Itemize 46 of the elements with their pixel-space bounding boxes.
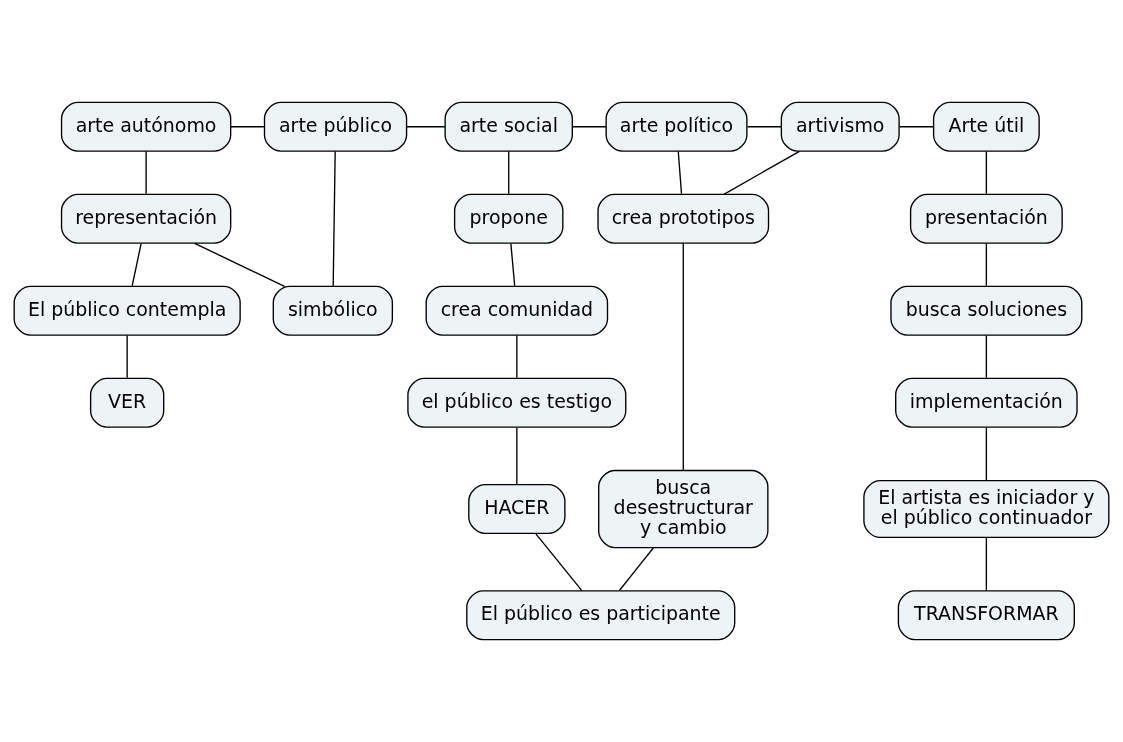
connector <box>985 426 988 481</box>
connector <box>405 126 446 128</box>
connector <box>677 150 683 195</box>
connector <box>746 126 782 128</box>
node-box: propone <box>453 193 564 244</box>
connector <box>985 334 988 379</box>
node-box: El público contempla <box>13 285 241 336</box>
node-box: crea prototipos <box>597 193 770 244</box>
node-box: arte social <box>444 101 573 152</box>
connector <box>516 334 518 379</box>
node-box: busca soluciones <box>890 285 1083 336</box>
connector <box>131 242 142 287</box>
connector <box>572 126 607 128</box>
node-box: arte autónomo <box>60 101 232 152</box>
connector <box>985 242 988 287</box>
node-box: El público es participante <box>466 590 736 641</box>
node-box: HACER <box>468 484 566 535</box>
node-box: arte público <box>263 101 408 152</box>
connector <box>535 533 583 592</box>
node-box: artivismo <box>780 101 900 152</box>
connector <box>516 426 518 486</box>
connector <box>985 150 988 195</box>
connector <box>618 547 655 592</box>
connector <box>126 334 128 379</box>
connector <box>682 242 684 471</box>
node-box: arte político <box>605 101 748 152</box>
node-box: representación <box>60 193 232 244</box>
node-box: crea comunidad <box>425 285 609 336</box>
node-box: TRANSFORMAR <box>897 590 1075 641</box>
connector <box>508 150 510 195</box>
connector <box>230 126 266 128</box>
connector <box>145 150 147 195</box>
node-box: implementación <box>895 377 1078 428</box>
node-box: presentación <box>909 193 1063 244</box>
connector <box>985 536 988 592</box>
node-box: el público es testigo <box>407 377 627 428</box>
connector <box>898 126 935 128</box>
connector <box>723 150 801 195</box>
connector <box>510 242 516 287</box>
connector <box>332 150 336 287</box>
node-box: VER <box>89 377 165 428</box>
node-box: busca desestructurar y cambio <box>598 469 769 549</box>
node-box: simbólico <box>272 285 394 336</box>
connector <box>194 242 286 287</box>
node-box: El artista es iniciador y el público continuador <box>863 479 1110 539</box>
node-box: Arte útil <box>932 101 1040 152</box>
